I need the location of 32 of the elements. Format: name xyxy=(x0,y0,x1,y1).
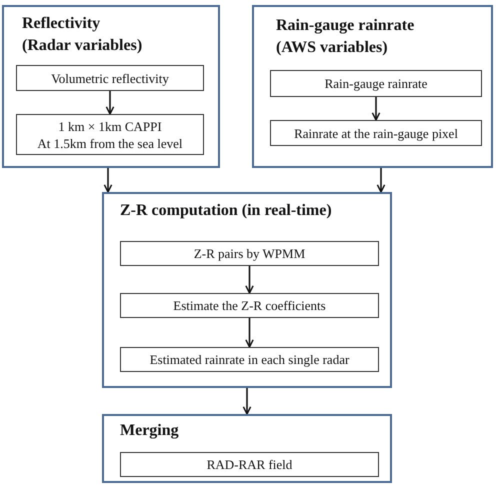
arrow xyxy=(242,388,252,415)
process-box xyxy=(16,65,204,91)
step-text: Rain-gauge rainrate xyxy=(324,75,428,92)
step-text: Rainrate at the rain-gauge pixel xyxy=(294,124,458,142)
step-text: Z-R pairs by WPMM xyxy=(194,245,306,262)
process-box xyxy=(120,293,379,318)
process-box xyxy=(270,70,482,97)
arrow xyxy=(376,168,386,193)
section-panel xyxy=(2,5,220,168)
process-box xyxy=(270,120,482,146)
section-panel xyxy=(252,5,493,168)
step-text: Volumetric reflectivity xyxy=(51,70,169,86)
process-box xyxy=(16,114,204,155)
section-heading: Merging xyxy=(120,421,180,441)
process-box xyxy=(120,452,379,477)
process-box xyxy=(120,241,379,266)
section-heading: Rain-gauge rainrate (AWS variables) xyxy=(276,16,416,58)
step-text: Estimate the Z-R coefficients xyxy=(173,297,326,314)
arrow xyxy=(245,266,254,294)
arrow xyxy=(245,318,254,348)
arrow xyxy=(372,97,380,121)
step-text: At 1.5km from the sea level xyxy=(37,134,183,152)
section-heading: Reflectivity (Radar variables) xyxy=(22,14,144,56)
step-text: Estimated rainrate in each single radar xyxy=(150,351,350,368)
section-panel xyxy=(102,414,392,483)
section-heading: Z-R computation (in real-time) xyxy=(120,201,333,221)
step-text: 1 km × 1km CAPPI xyxy=(58,118,162,134)
step-text: RAD-RAR field xyxy=(206,456,292,473)
section-panel xyxy=(102,192,392,388)
arrow xyxy=(104,168,112,193)
arrow xyxy=(106,91,114,115)
process-box xyxy=(120,347,379,372)
